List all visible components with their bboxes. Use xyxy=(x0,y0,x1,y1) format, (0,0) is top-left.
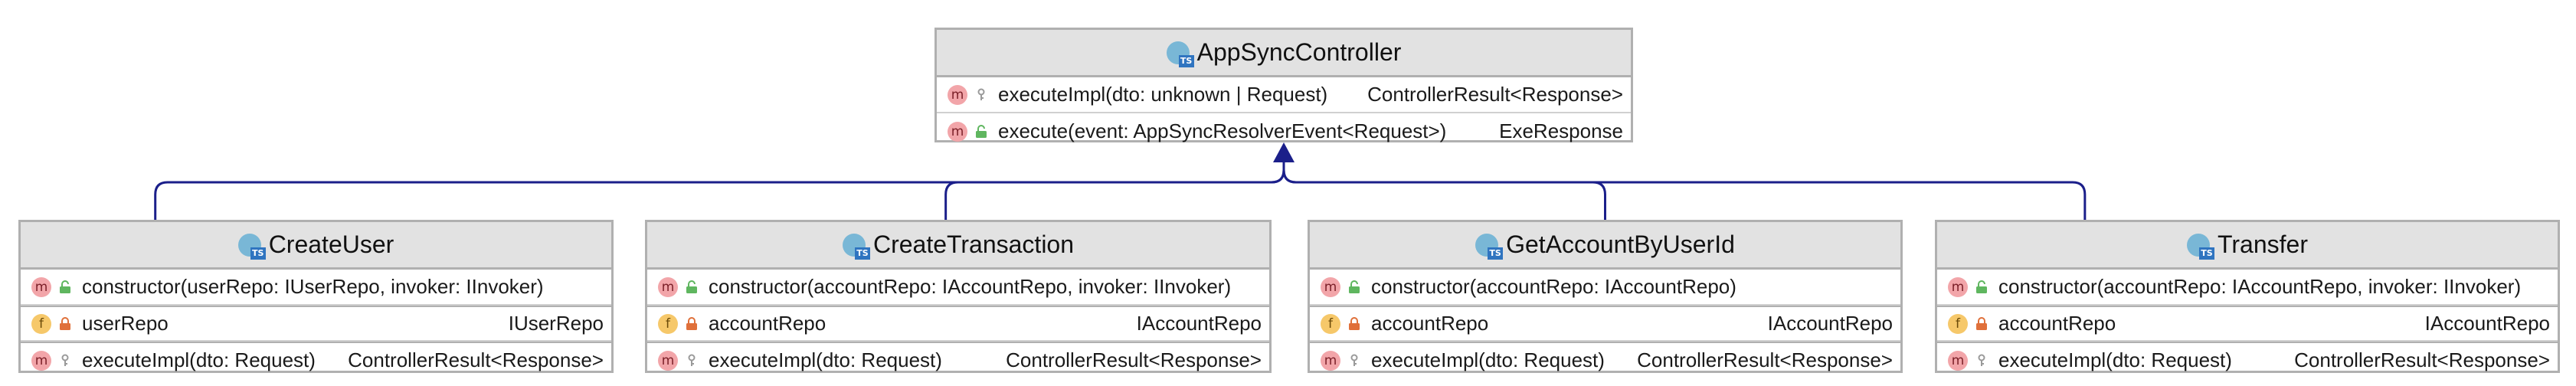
method-icon: m xyxy=(948,121,967,142)
method-row[interactable]: m executeImpl(dto: unknown | Request) Cont… xyxy=(937,77,1631,113)
protected-key-icon xyxy=(1350,354,1358,366)
class-header: TS CreateUser xyxy=(21,222,611,270)
field-row[interactable]: f accountRepo IAccountRepo xyxy=(1937,306,2558,342)
class-name: GetAccountByUserId xyxy=(1506,231,1735,258)
private-lock-icon xyxy=(60,316,70,330)
inheritance-edge xyxy=(944,162,1285,220)
public-lock-icon xyxy=(1976,280,1987,293)
member-type: ControllerResult<Response> xyxy=(348,348,604,371)
typescript-class-icon: TS xyxy=(237,233,266,260)
field-icon: f xyxy=(1948,313,1968,334)
member-signature: userRepo xyxy=(82,312,169,335)
method-icon: m xyxy=(658,276,678,297)
method-row[interactable]: m executeImpl(dto: Request) ControllerResu… xyxy=(21,342,611,378)
method-row[interactable]: m constructor(userRepo: IUserRepo, invoke… xyxy=(21,270,611,306)
method-icon: m xyxy=(1948,350,1968,371)
protected-key-icon xyxy=(1978,354,1985,366)
field-icon: f xyxy=(1321,313,1340,334)
method-row[interactable]: m executeImpl(dto: Request) ControllerResu… xyxy=(1310,342,1900,378)
field-icon: f xyxy=(658,313,678,334)
member-signature: constructor(accountRepo: IAccountRepo, i… xyxy=(709,275,1232,298)
public-lock-icon xyxy=(1349,280,1360,293)
typescript-class-icon: TS xyxy=(1475,233,1504,260)
class-header: TS AppSyncController xyxy=(937,30,1631,77)
field-row[interactable]: f userRepo IUserRepo xyxy=(21,306,611,342)
method-icon: m xyxy=(1321,276,1340,297)
class-name: CreateUser xyxy=(268,231,394,258)
inheritance-edge xyxy=(1282,162,2087,220)
member-type: ControllerResult<Response> xyxy=(2294,348,2550,371)
public-lock-icon xyxy=(60,280,70,293)
field-row[interactable]: f accountRepo IAccountRepo xyxy=(1310,306,1900,342)
method-row[interactable]: m executeImpl(dto: Request) ControllerResu… xyxy=(647,342,1269,378)
typescript-class-icon: TS xyxy=(842,233,870,260)
class-name: Transfer xyxy=(2218,231,2308,258)
method-icon: m xyxy=(1321,350,1340,371)
private-lock-icon xyxy=(1976,316,1987,330)
field-row[interactable]: f accountRepo IAccountRepo xyxy=(647,306,1269,342)
class-name: CreateTransaction xyxy=(872,231,1075,258)
method-icon: m xyxy=(31,276,51,297)
member-signature: executeImpl(dto: Request) xyxy=(709,348,942,371)
protected-key-icon xyxy=(977,88,985,100)
method-icon: m xyxy=(948,84,967,105)
member-signature: executeImpl(dto: Request) xyxy=(82,348,316,371)
member-type: IAccountRepo xyxy=(1767,312,1893,335)
inheritance-edge xyxy=(154,162,1285,220)
method-row[interactable]: m execute(event: AppSyncResolverEvent<Req… xyxy=(937,113,1631,149)
member-signature: accountRepo xyxy=(1371,312,1489,335)
member-type: ControllerResult<Response> xyxy=(1367,83,1623,106)
typescript-class-icon: TS xyxy=(2187,233,2215,260)
class-header: TS CreateTransaction xyxy=(647,222,1269,270)
class-header: TS GetAccountByUserId xyxy=(1310,222,1900,270)
protected-key-icon xyxy=(688,354,696,366)
inheritance-arrowhead xyxy=(1273,142,1295,162)
member-type: ControllerResult<Response> xyxy=(1637,348,1893,371)
typescript-class-icon: TS xyxy=(1166,41,1194,67)
class-header: TS Transfer xyxy=(1937,222,2558,270)
member-signature: executeImpl(dto: unknown | Request) xyxy=(998,83,1328,106)
member-signature: accountRepo xyxy=(709,312,826,335)
method-icon: m xyxy=(31,350,51,371)
member-type: ExeResponse xyxy=(1499,119,1623,142)
member-signature: execute(event: AppSyncResolverEvent<Requ… xyxy=(998,119,1447,142)
class-appsynccontroller[interactable]: TS AppSyncController m executeImpl(dto: u… xyxy=(934,28,1633,142)
class-transfer[interactable]: TS Transfer m constructor(accountRepo: IA… xyxy=(1935,220,2560,373)
class-createtransaction[interactable]: TS CreateTransaction m constructor(accoun… xyxy=(645,220,1272,373)
protected-key-icon xyxy=(61,354,69,366)
inheritance-edge xyxy=(1282,162,1606,220)
private-lock-icon xyxy=(1349,316,1360,330)
member-signature: constructor(accountRepo: IAccountRepo, i… xyxy=(1998,275,2522,298)
member-type: ControllerResult<Response> xyxy=(1006,348,1262,371)
member-signature: executeImpl(dto: Request) xyxy=(1371,348,1605,371)
field-icon: f xyxy=(31,313,51,334)
method-row[interactable]: m constructor(accountRepo: IAccountRepo, … xyxy=(647,270,1269,306)
member-signature: constructor(userRepo: IUserRepo, invoker… xyxy=(82,275,544,298)
class-name: AppSyncController xyxy=(1196,38,1402,66)
member-type: IAccountRepo xyxy=(1136,312,1262,335)
method-icon: m xyxy=(1948,276,1968,297)
class-createuser[interactable]: TS CreateUser m constructor(userRepo: IUs… xyxy=(18,220,614,373)
public-lock-icon xyxy=(976,124,987,138)
member-signature: accountRepo xyxy=(1998,312,2116,335)
member-type: IUserRepo xyxy=(508,312,604,335)
method-row[interactable]: m executeImpl(dto: Request) ControllerResu… xyxy=(1937,342,2558,378)
member-signature: executeImpl(dto: Request) xyxy=(1998,348,2232,371)
member-type: IAccountRepo xyxy=(2424,312,2550,335)
public-lock-icon xyxy=(686,280,697,293)
method-row[interactable]: m constructor(accountRepo: IAccountRepo, … xyxy=(1937,270,2558,306)
class-getaccountbyuserid[interactable]: TS GetAccountByUserId m constructor(accou… xyxy=(1308,220,1903,373)
member-signature: constructor(accountRepo: IAccountRepo) xyxy=(1371,275,1736,298)
method-icon: m xyxy=(658,350,678,371)
method-row[interactable]: m constructor(accountRepo: IAccountRepo) xyxy=(1310,270,1900,306)
private-lock-icon xyxy=(686,316,697,330)
